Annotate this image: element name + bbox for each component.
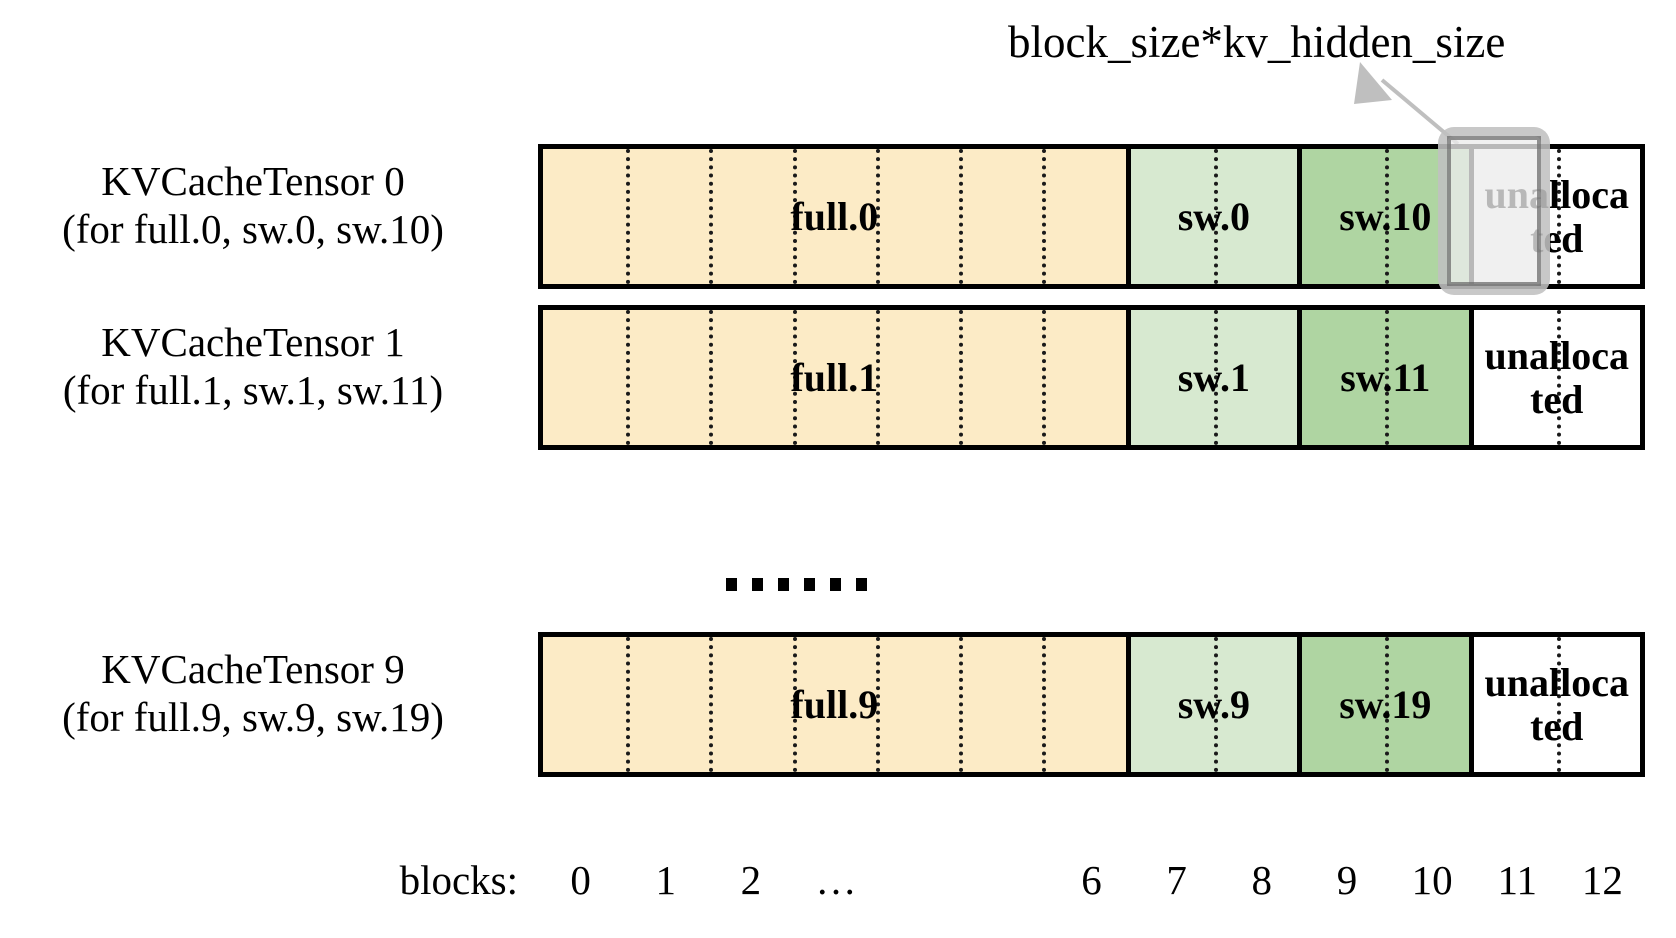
row-title: KVCacheTensor 9 xyxy=(101,646,405,692)
highlight-box-block-11[interactable] xyxy=(1438,127,1550,295)
axis-tick: 7 xyxy=(1166,857,1187,903)
row-label-kvcachetensor-9: KVCacheTensor 9 (for full.9, sw.9, sw.19… xyxy=(18,645,488,741)
ellipsis-dot xyxy=(856,578,867,591)
segment-label: sw.10 xyxy=(1339,193,1432,239)
axis-tick: 11 xyxy=(1497,857,1537,903)
row-title: KVCacheTensor 0 xyxy=(101,158,405,204)
ellipsis-dot xyxy=(830,578,841,591)
segment-label: unalloca ted xyxy=(1484,332,1630,422)
ellipsis-dot xyxy=(804,578,815,591)
axis-tick: … xyxy=(815,857,857,903)
segment-label: full.0 xyxy=(790,193,879,239)
axis-tick: 6 xyxy=(1081,857,1102,903)
segment-label: sw.19 xyxy=(1339,681,1432,727)
ellipsis-dot xyxy=(726,578,737,591)
kvcachetensor-9-bar: full.9 sw.9 sw.19 unalloca ted xyxy=(538,632,1645,777)
segment-label: unalloca ted xyxy=(1484,659,1630,749)
segment-sw-light-1[interactable]: sw.1 xyxy=(1125,310,1298,445)
row-title: KVCacheTensor 1 xyxy=(101,319,405,365)
segment-unallocated-9[interactable]: unalloca ted xyxy=(1468,637,1641,772)
segment-sw-dark-9[interactable]: sw.19 xyxy=(1297,637,1469,772)
segment-full-0[interactable]: full.0 xyxy=(543,149,1126,284)
axis-tick: 1 xyxy=(655,857,676,903)
segment-unallocated-1[interactable]: unalloca ted xyxy=(1468,310,1641,445)
row-subtitle: (for full.9, sw.9, sw.19) xyxy=(62,694,444,740)
row-subtitle: (for full.1, sw.1, sw.11) xyxy=(62,367,444,413)
segment-label: sw.9 xyxy=(1177,681,1250,727)
row-label-kvcachetensor-0: KVCacheTensor 0 (for full.0, sw.0, sw.10… xyxy=(18,157,488,253)
segment-full-9[interactable]: full.9 xyxy=(543,637,1126,772)
row-subtitle: (for full.0, sw.0, sw.10) xyxy=(62,206,444,252)
segment-label: sw.0 xyxy=(1177,193,1250,239)
axis-tick: 10 xyxy=(1411,857,1453,903)
axis-tick: 0 xyxy=(570,857,591,903)
vertical-ellipsis xyxy=(726,578,867,591)
axis-tick: 8 xyxy=(1251,857,1273,903)
segment-label: sw.1 xyxy=(1177,354,1250,400)
axis-tick: 2 xyxy=(740,857,762,903)
kvcachetensor-1-bar: full.1 sw.1 sw.11 unalloca ted xyxy=(538,305,1645,450)
axis-tick: 12 xyxy=(1581,857,1623,903)
segment-label: sw.11 xyxy=(1340,354,1431,400)
segment-label: full.1 xyxy=(790,354,879,400)
axis-title: blocks: xyxy=(399,857,518,903)
row-label-kvcachetensor-1: KVCacheTensor 1 (for full.1, sw.1, sw.11… xyxy=(18,318,488,414)
ellipsis-dot xyxy=(778,578,789,591)
segment-sw-light-9[interactable]: sw.9 xyxy=(1125,637,1298,772)
ellipsis-dot xyxy=(752,578,763,591)
segment-sw-light-0[interactable]: sw.0 xyxy=(1125,149,1298,284)
annotation-label: block_size*kv_hidden_size xyxy=(1008,17,1506,67)
segment-label: full.9 xyxy=(790,681,879,727)
segment-full-1[interactable]: full.1 xyxy=(543,310,1126,445)
segment-sw-dark-1[interactable]: sw.11 xyxy=(1297,310,1469,445)
axis-tick: 9 xyxy=(1336,857,1358,903)
